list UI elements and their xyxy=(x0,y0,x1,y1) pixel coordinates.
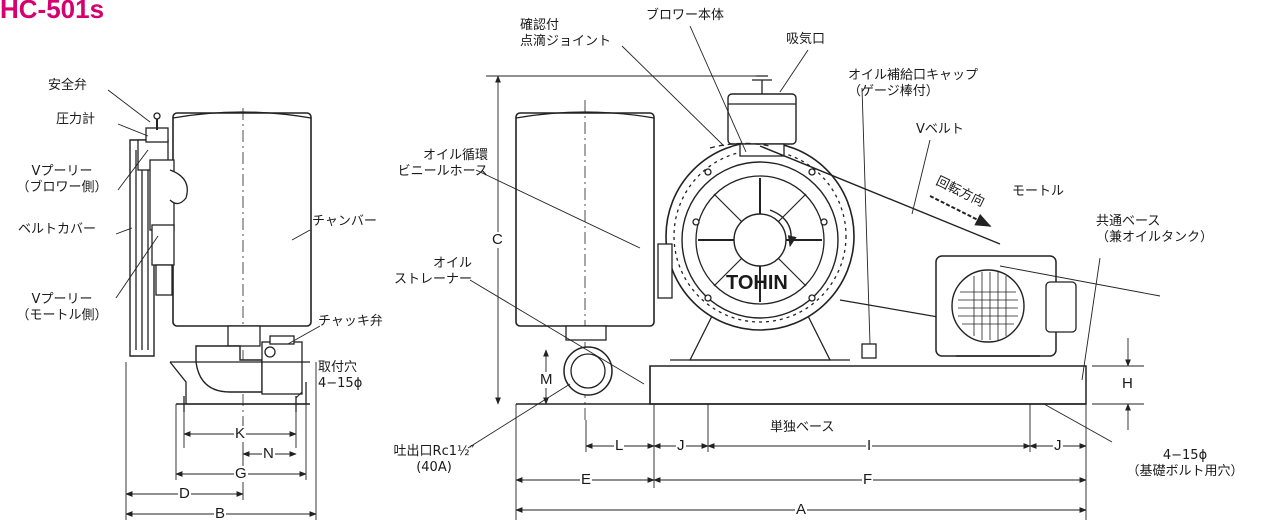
dim-c: C xyxy=(491,231,504,248)
label-common-base-line2: （兼オイルタンク） xyxy=(1096,230,1214,245)
label-outlet-line1: 吐出口Rc1½″ xyxy=(393,444,475,459)
label-belt-cover: ベルトカバー xyxy=(18,222,97,237)
label-drip-joint-line1: 確認付 xyxy=(520,18,560,33)
label-chamber: チャンバー xyxy=(312,214,377,229)
label-foundation-hole-line2: （基礎ボルト用穴） xyxy=(1126,464,1244,479)
dim-a: A xyxy=(795,501,808,518)
label-check-valve: チャッキ弁 xyxy=(318,314,383,329)
label-v-pulley-blower: Vプーリー （ブロワー側） xyxy=(2,164,122,196)
label-common-base: 共通ベース （兼オイルタンク） xyxy=(1096,214,1213,246)
dim-l: L xyxy=(614,437,625,454)
dim-n: N xyxy=(262,445,275,462)
dim-h: H xyxy=(1121,375,1134,392)
label-drip-joint-line2: 点滴ジョイント xyxy=(520,34,612,49)
label-v-pulley-blower-line2: （ブロワー側） xyxy=(16,180,108,195)
label-oil-cap-line2: （ゲージ棒付） xyxy=(848,84,939,99)
label-oil-hose: オイル循環 ビニールホース xyxy=(372,148,488,180)
label-v-belt: Vベルト xyxy=(916,122,964,137)
label-oil-strainer: オイル ストレーナー xyxy=(378,256,472,288)
label-motor: モートル xyxy=(1012,184,1065,199)
label-mount-hole-line1: 取付穴 xyxy=(318,360,358,375)
label-v-pulley-motor-line2: （モートル側） xyxy=(16,308,108,323)
label-drip-joint: 確認付 点滴ジョイント xyxy=(520,18,611,50)
brand-logo-text: TOHIN xyxy=(726,272,788,294)
dim-b: B xyxy=(214,505,227,522)
dim-d: D xyxy=(178,485,191,502)
dim-i: I xyxy=(866,437,873,454)
label-oil-cap-line1: オイル補給口キャップ xyxy=(848,68,979,83)
label-oil-cap: オイル補給口キャップ （ゲージ棒付） xyxy=(848,68,978,100)
label-outlet-line2: (40A) xyxy=(416,460,452,475)
label-pressure-gauge: 圧力計 xyxy=(56,112,96,127)
label-outlet: 吐出口Rc1½″ (40A) xyxy=(384,444,484,476)
dim-g: G xyxy=(234,465,248,482)
intake-silencer-shape xyxy=(727,93,797,145)
label-foundation-hole-line1: 4−15ϕ xyxy=(1162,448,1208,463)
label-oil-strainer-line2: ストレーナー xyxy=(393,272,472,287)
label-intake: 吸気口 xyxy=(786,32,826,47)
label-oil-strainer-line1: オイル xyxy=(432,256,472,271)
label-v-pulley-motor-line1: Vプーリー xyxy=(31,292,93,307)
label-common-base-line1: 共通ベース xyxy=(1096,214,1161,229)
label-v-pulley-blower-line1: Vプーリー xyxy=(31,164,93,179)
dim-j-right: J xyxy=(1053,437,1063,454)
dim-m: M xyxy=(539,371,554,388)
label-v-pulley-motor: Vプーリー （モートル側） xyxy=(2,292,122,324)
dim-f: F xyxy=(862,471,874,488)
chamber-shape xyxy=(172,112,312,327)
label-foundation-hole: 4−15ϕ （基礎ボルト用穴） xyxy=(1110,448,1260,480)
leader-lines xyxy=(107,25,1161,449)
label-safety-valve: 安全弁 xyxy=(48,78,88,93)
label-single-base: 単独ベース xyxy=(770,420,835,436)
dim-k: K xyxy=(234,425,247,442)
common-base-shape xyxy=(649,365,1087,405)
dim-e: E xyxy=(580,471,593,488)
model-title: HC-501s xyxy=(0,0,105,24)
label-mount-hole-line2: 4−15ϕ xyxy=(318,376,363,391)
label-oil-hose-line1: オイル循環 xyxy=(422,148,488,163)
dim-j-left: J xyxy=(676,437,686,454)
label-mount-hole: 取付穴 4−15ϕ xyxy=(318,360,362,392)
side-view xyxy=(125,108,317,520)
label-blower-body: ブロワー本体 xyxy=(646,8,725,23)
label-oil-hose-line2: ビニールホース xyxy=(397,164,488,179)
front-view xyxy=(107,25,1161,520)
